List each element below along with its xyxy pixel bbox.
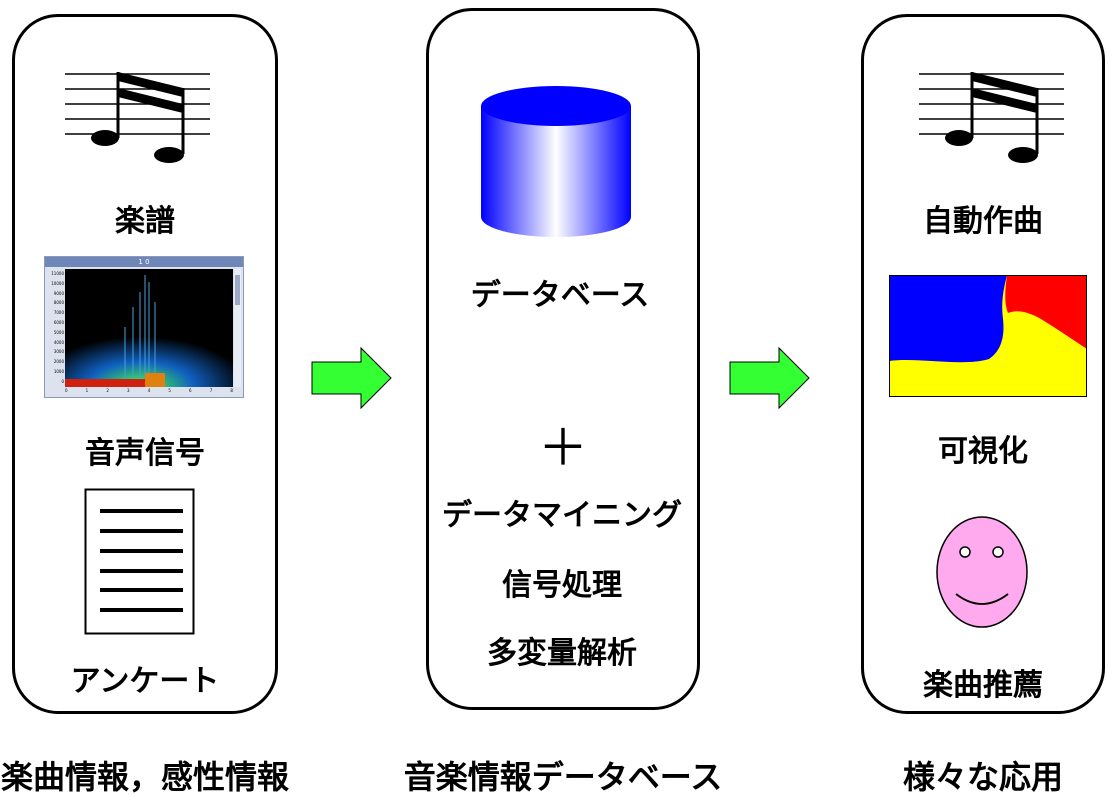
x-tick: 6 (189, 388, 192, 393)
y-tick: 4000 (53, 339, 64, 345)
y-tick: 7000 (53, 310, 64, 316)
plus-icon: ＋ (538, 419, 588, 477)
sheet-music-label: 楽譜 (115, 204, 175, 239)
x-tick: 4 (147, 388, 151, 393)
arrow-right-icon (729, 346, 810, 410)
applications-caption: 様々な応用 (902, 758, 1064, 796)
method-signal-processing: 信号処理 (502, 568, 622, 603)
y-tick: 9000 (53, 290, 64, 296)
database-cylinder-icon (481, 86, 631, 237)
x-tick: 7 (209, 388, 213, 393)
spectrogram-plot (45, 267, 243, 397)
audio-signal-label: 音声信号 (85, 436, 205, 471)
recommendation-label: 楽曲推薦 (923, 668, 1043, 703)
database-caption: 音楽情報データベース (403, 758, 723, 796)
method-multivariate-analysis: 多変量解析 (487, 636, 637, 671)
method-data-mining: データマイニング (442, 498, 682, 533)
questionnaire-label: アンケート (70, 664, 220, 699)
y-tick: 10000 (51, 280, 64, 286)
smiley-face-icon (936, 516, 1028, 628)
database-label: データベース (470, 278, 650, 313)
spectrogram-window-title: 1 0 (138, 258, 150, 266)
spectrogram-image: 1 0 11000 10000 9000 8000 (44, 256, 244, 398)
y-tick: 2000 (53, 359, 64, 365)
music-notes-icon (919, 72, 1064, 163)
spectrogram-x-axis: 0 1 2 3 4 5 6 7 8 (65, 388, 233, 396)
input-caption: 楽曲情報，感性情報 (0, 758, 290, 796)
y-tick: 11000 (51, 271, 64, 276)
visualization-label: 可視化 (938, 434, 1028, 469)
y-tick: 1000 (53, 368, 64, 374)
y-tick: 5000 (53, 329, 64, 335)
y-tick: 8000 (53, 300, 64, 306)
auto-composition-label: 自動作曲 (923, 204, 1043, 239)
color-map-icon (889, 275, 1087, 397)
x-tick: 0 (65, 388, 68, 393)
x-tick: 5 (168, 388, 171, 393)
music-notes-icon (65, 72, 210, 163)
x-tick: 3 (127, 388, 130, 393)
x-tick: 8 (230, 388, 233, 393)
y-tick: 6000 (53, 319, 64, 325)
x-tick: 2 (106, 388, 109, 393)
spectrogram-y-axis: 11000 10000 9000 8000 7000 6000 5000 400… (46, 269, 64, 387)
y-tick: 3000 (53, 349, 64, 355)
x-tick: 1 (85, 388, 89, 393)
spectrogram-titlebar: 1 0 (45, 257, 243, 267)
y-tick: 0 (61, 378, 64, 384)
arrow-right-icon (311, 346, 392, 410)
document-icon (84, 488, 195, 635)
